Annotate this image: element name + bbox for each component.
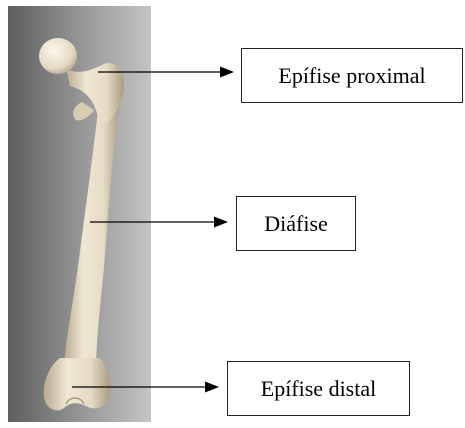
label-proximal-epiphysis-text: Epífise proximal (278, 65, 425, 87)
label-diaphysis-text: Diáfise (264, 213, 328, 235)
femur-photo (8, 6, 151, 422)
label-proximal-epiphysis: Epífise proximal (241, 48, 463, 103)
label-distal-epiphysis-text: Epífise distal (261, 378, 376, 400)
label-diaphysis: Diáfise (236, 196, 356, 251)
label-distal-epiphysis: Epífise distal (227, 361, 410, 416)
